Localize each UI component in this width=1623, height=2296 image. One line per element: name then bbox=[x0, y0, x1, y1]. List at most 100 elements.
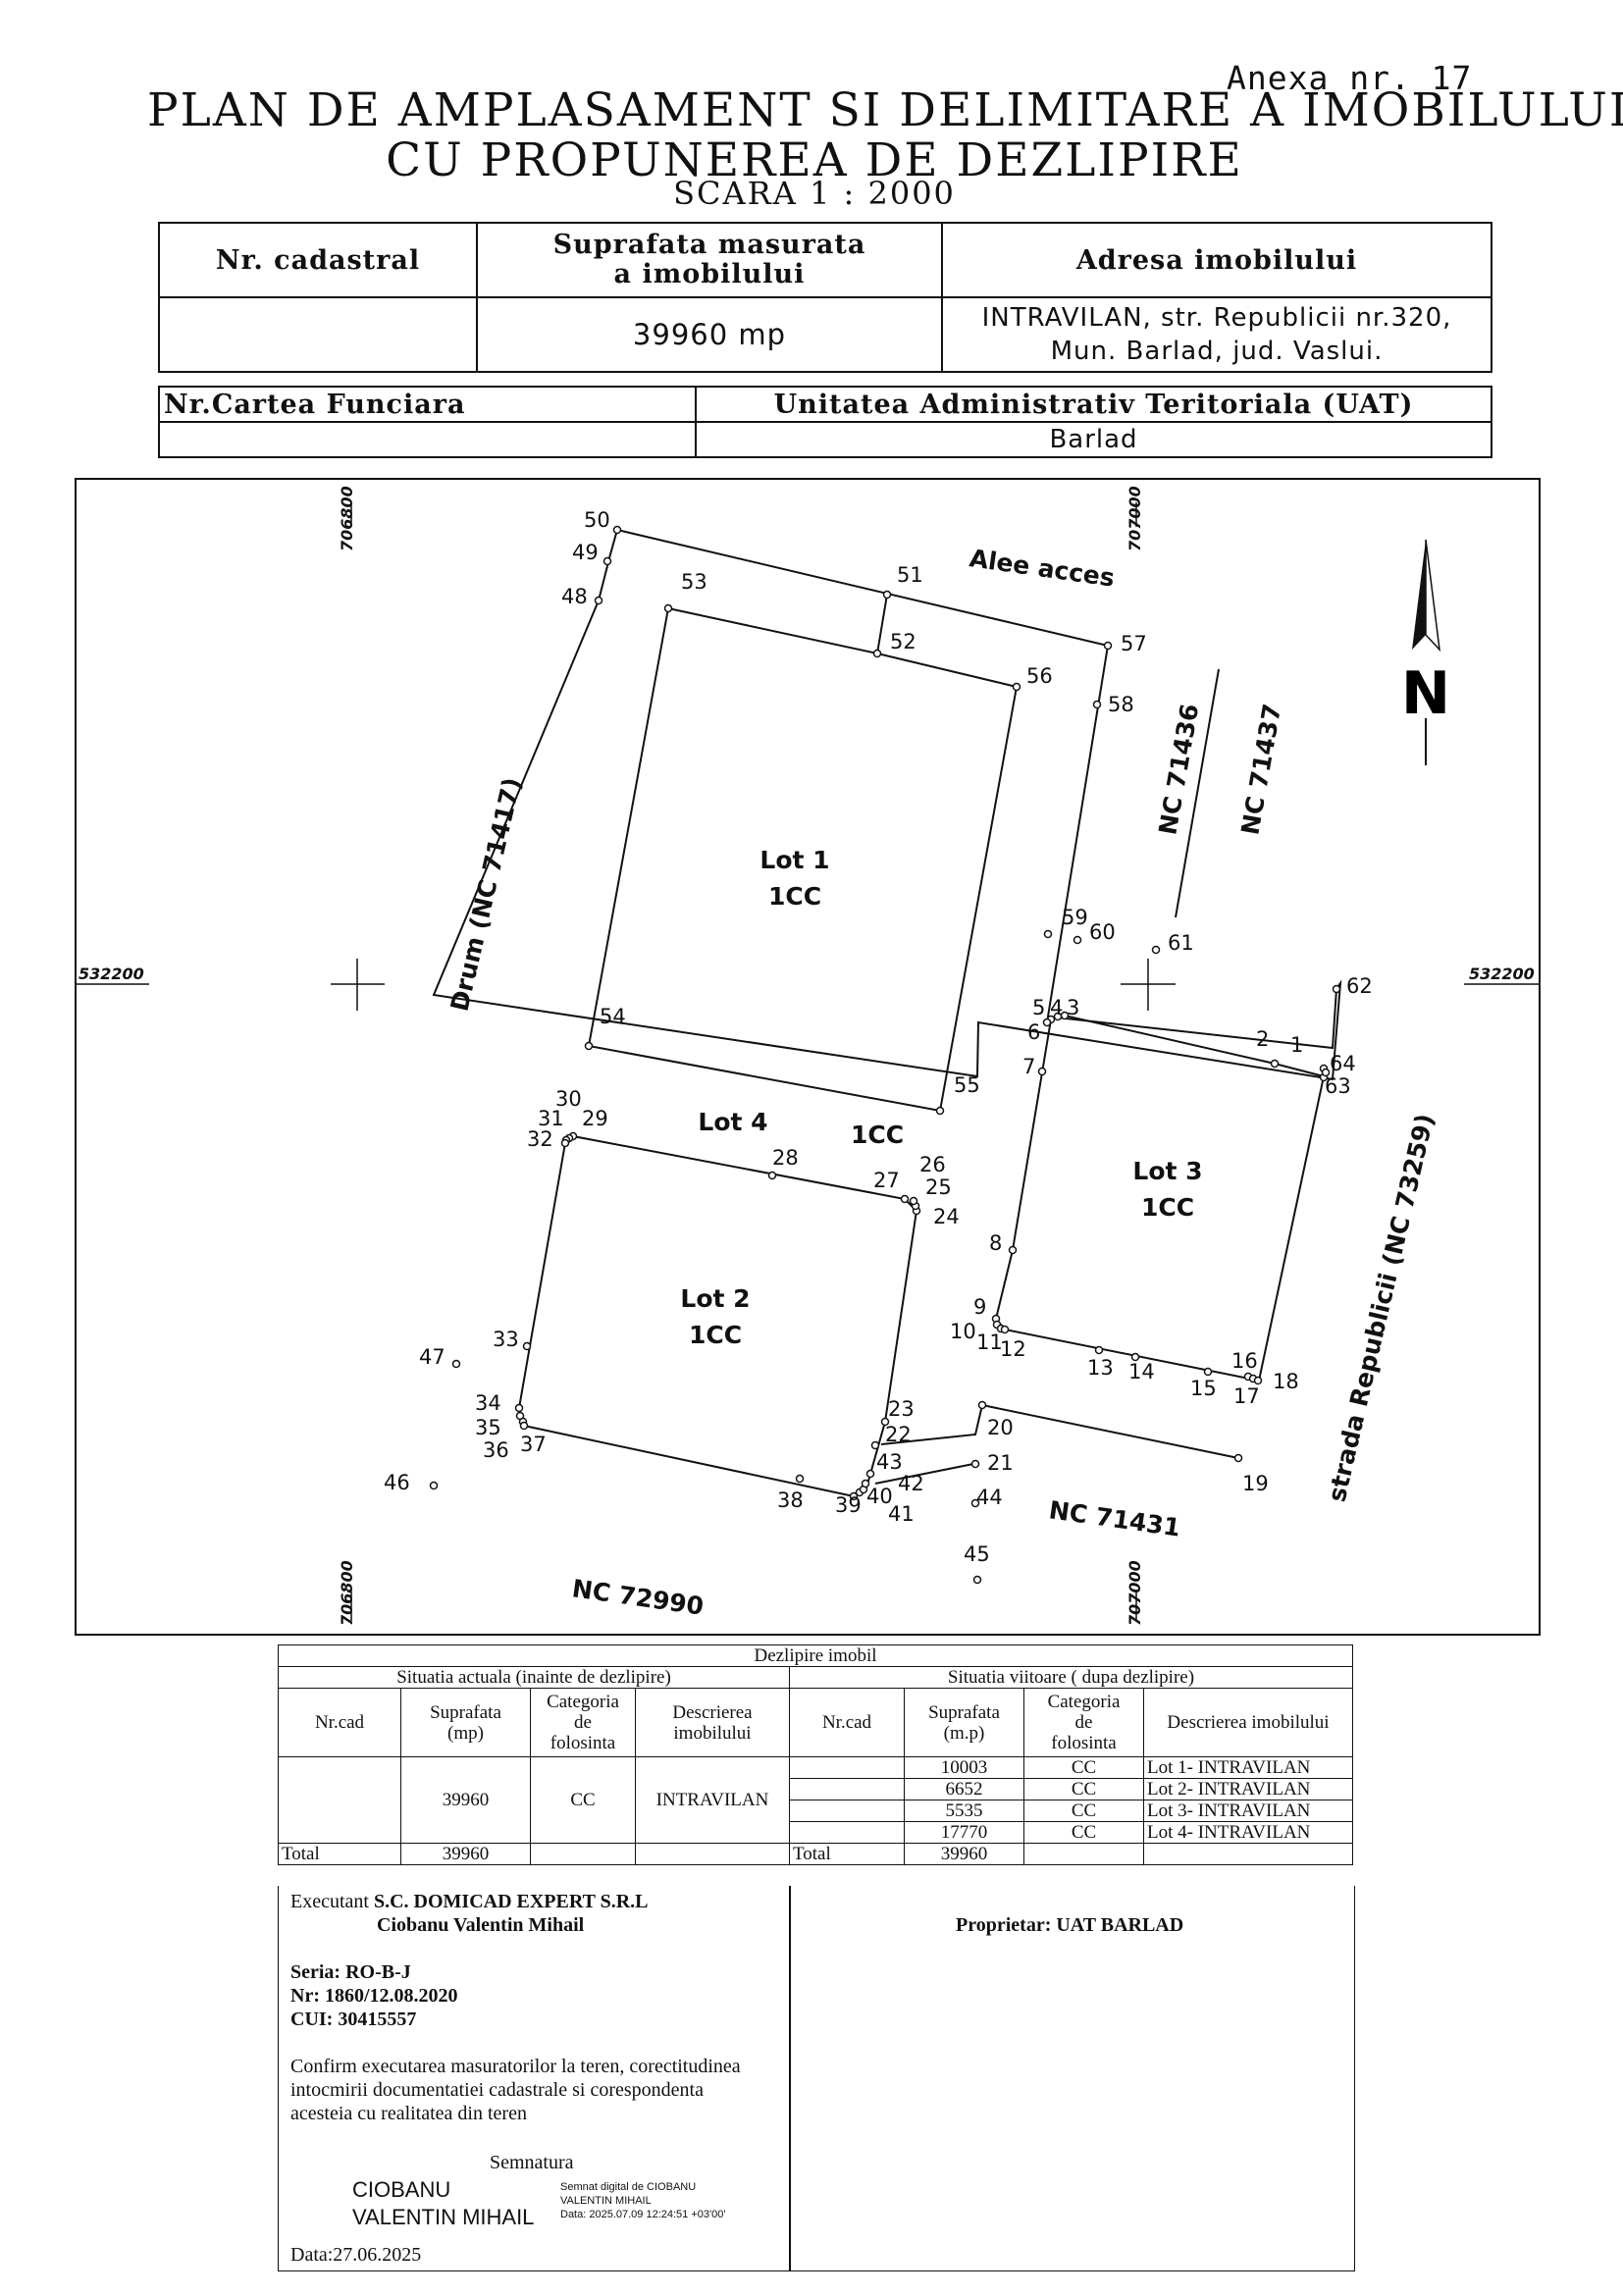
survey-point-label: 36 bbox=[483, 1438, 509, 1462]
viitoare-nrcad bbox=[789, 1800, 905, 1822]
total-viitoare: 39960 bbox=[904, 1843, 1024, 1865]
survey-point-marker bbox=[1103, 641, 1113, 651]
survey-point-label: 19 bbox=[1242, 1472, 1269, 1495]
survey-point-label: 58 bbox=[1108, 693, 1134, 716]
survey-point-label: 9 bbox=[973, 1295, 986, 1319]
survey-point-marker bbox=[1094, 1345, 1104, 1355]
survey-point-marker bbox=[970, 1459, 980, 1469]
survey-point-label: 7 bbox=[1022, 1055, 1035, 1078]
semnatura-label: Semnatura bbox=[490, 2152, 574, 2173]
survey-point-marker bbox=[1092, 700, 1102, 709]
viitoare-categoria: CC bbox=[1023, 1778, 1144, 1800]
survey-point-marker bbox=[1043, 929, 1053, 939]
survey-point-marker bbox=[767, 1171, 777, 1180]
survey-point-label: 63 bbox=[1325, 1074, 1351, 1098]
lot1-label: Lot 1 bbox=[759, 846, 829, 874]
survey-point-label: 24 bbox=[933, 1205, 960, 1228]
seria: Seria: RO-B-J bbox=[290, 1961, 411, 1983]
survey-point-marker bbox=[1008, 1245, 1018, 1255]
survey-point-marker bbox=[1233, 1453, 1243, 1463]
proprietar: Proprietar: UAT BARLAD bbox=[956, 1914, 1184, 1936]
survey-point-marker bbox=[1332, 984, 1341, 994]
suprafata-value: 39960 mp bbox=[476, 296, 943, 373]
survey-point-label: 44 bbox=[976, 1486, 1003, 1509]
survey-point-label: 21 bbox=[987, 1451, 1014, 1475]
survey-point-label: 41 bbox=[888, 1502, 915, 1526]
grid-label: 706800 bbox=[338, 486, 356, 551]
viitoare-descriere: Lot 1- INTRAVILAN bbox=[1143, 1756, 1353, 1779]
survey-point-label: 6 bbox=[1027, 1020, 1040, 1044]
adresa-header: Adresa imobilului bbox=[941, 222, 1492, 298]
survey-point-label: 16 bbox=[1231, 1349, 1258, 1373]
survey-point-marker bbox=[1037, 1067, 1047, 1076]
annex-number: Anexa nr. 17 bbox=[1227, 59, 1473, 97]
survey-point-label: 27 bbox=[873, 1169, 900, 1192]
lot2-boundary bbox=[517, 1134, 918, 1498]
survey-point-label: 47 bbox=[419, 1345, 445, 1369]
viitoare-header: Situatia viitoare ( dupa dezlipire) bbox=[789, 1666, 1353, 1689]
survey-point-marker bbox=[612, 525, 622, 535]
survey-point-label: 57 bbox=[1121, 632, 1147, 655]
survey-point-label: 26 bbox=[919, 1153, 946, 1176]
grid-label: 532200 bbox=[79, 965, 144, 983]
label-nc71436: NC 71436 bbox=[1153, 702, 1204, 837]
actual-header: Situatia actuala (inainte de dezlipire) bbox=[278, 1666, 790, 1689]
survey-point-label: 38 bbox=[777, 1488, 804, 1512]
nr-cadastral-value bbox=[158, 296, 478, 373]
cf-header: Nr.Cartea Funciara bbox=[158, 386, 697, 423]
actual-descriere: INTRAVILAN bbox=[635, 1756, 790, 1844]
survey-point-label: 1 bbox=[1290, 1033, 1303, 1057]
actual-categoria: CC bbox=[530, 1756, 636, 1844]
nr-cadastral-header: Nr. cadastral bbox=[158, 222, 478, 298]
survey-point-label: 37 bbox=[520, 1433, 547, 1456]
survey-point-label: 62 bbox=[1346, 974, 1373, 998]
survey-point-label: 33 bbox=[493, 1328, 519, 1351]
signature-section: Executant S.C. DOMICAD EXPERT S.R.L Ciob… bbox=[278, 1886, 1355, 2271]
survey-point-label: 11 bbox=[976, 1331, 1003, 1354]
survey-point-label: 25 bbox=[925, 1175, 952, 1199]
lot4-category: 1CC bbox=[851, 1121, 904, 1149]
survey-point-label: 56 bbox=[1026, 664, 1053, 688]
label-alee: Alee acces bbox=[968, 544, 1116, 592]
survey-point-marker bbox=[602, 556, 612, 566]
survey-point-marker bbox=[909, 1196, 918, 1206]
survey-point-label: 31 bbox=[538, 1107, 564, 1130]
label-drum: Drum (NC 71417) bbox=[445, 775, 527, 1015]
col-suprafata: Suprafata (mp) bbox=[400, 1688, 531, 1757]
survey-point-marker bbox=[1321, 1068, 1331, 1077]
lot1-boundary bbox=[587, 606, 1019, 1113]
viitoare-nrcad bbox=[789, 1821, 905, 1844]
confirm-text: Confirm executarea masuratorilor la tere… bbox=[290, 2056, 741, 2124]
survey-point-marker bbox=[882, 590, 892, 600]
survey-point-marker bbox=[519, 1421, 529, 1431]
col-nrcad: Nr.cad bbox=[278, 1688, 401, 1757]
grid-label: 532200 bbox=[1469, 965, 1535, 983]
survey-point-label: 8 bbox=[989, 1231, 1002, 1255]
grid-label: 706800 bbox=[338, 1560, 356, 1626]
survey-point-label: 18 bbox=[1273, 1370, 1299, 1393]
viitoare-nrcad bbox=[789, 1778, 905, 1800]
survey-point-label: 51 bbox=[897, 563, 923, 587]
survey-point-marker bbox=[451, 1359, 461, 1369]
col-categoria-viitoare: Categoria de folosinta bbox=[1023, 1688, 1144, 1757]
survey-point-marker bbox=[1042, 1018, 1052, 1027]
actual-nrcad bbox=[278, 1756, 401, 1844]
survey-point-label: 43 bbox=[876, 1450, 903, 1474]
survey-point-label: 55 bbox=[954, 1073, 980, 1097]
survey-point-label: 15 bbox=[1190, 1377, 1217, 1400]
page-subtitle: CU PROPUNEREA DE DEZLIPIRE bbox=[386, 133, 1243, 187]
viitoare-categoria: CC bbox=[1023, 1756, 1144, 1779]
survey-point-label: 13 bbox=[1087, 1356, 1114, 1380]
col-descriere: Descrierea imobilului bbox=[635, 1688, 790, 1757]
survey-point-marker bbox=[861, 1479, 870, 1488]
lot1-category: 1CC bbox=[768, 882, 821, 911]
lot2-category: 1CC bbox=[689, 1321, 742, 1349]
survey-point-label: 49 bbox=[572, 541, 599, 564]
survey-point-label: 64 bbox=[1330, 1052, 1356, 1075]
total-label-viitoare: Total bbox=[789, 1843, 905, 1865]
label-nc71431: NC 71431 bbox=[1047, 1495, 1182, 1541]
survey-point-label: 14 bbox=[1128, 1360, 1155, 1383]
